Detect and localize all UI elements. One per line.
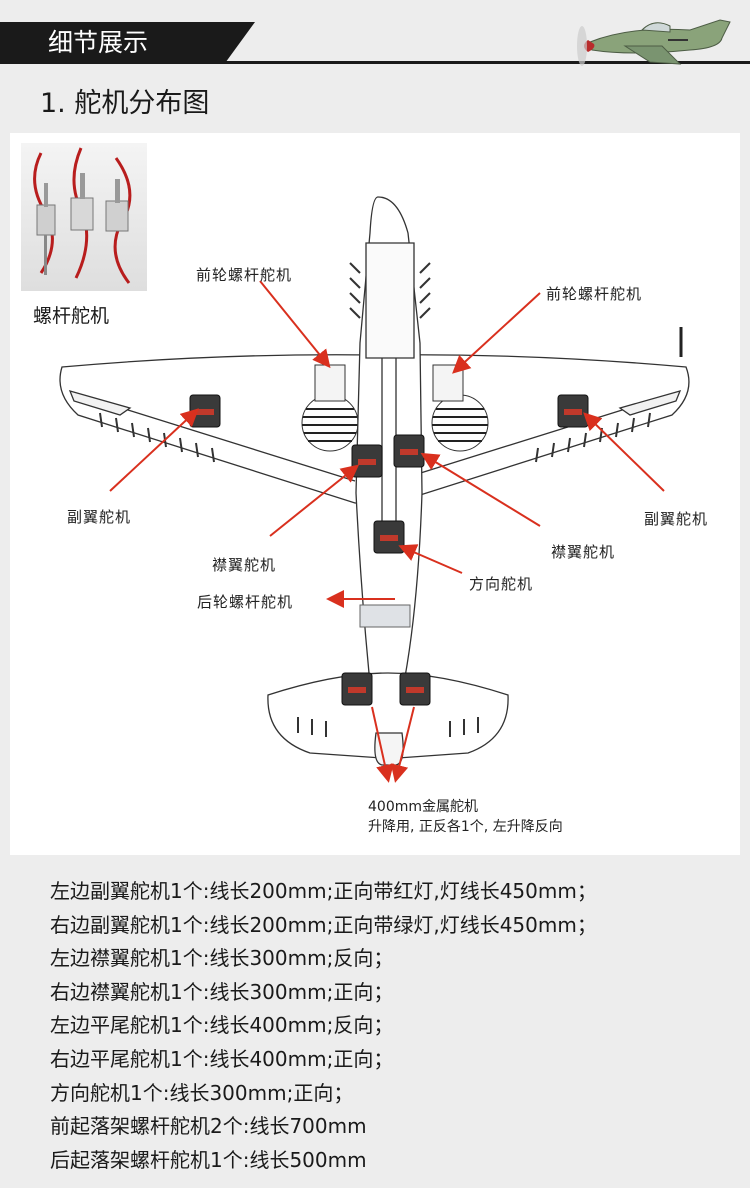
spec-line: 后起落架螺杆舵机1个:线长500mm bbox=[50, 1147, 367, 1172]
label-aileron-left: 副翼舵机 bbox=[67, 508, 132, 526]
label-rudder: 方向舵机 bbox=[469, 575, 534, 593]
screw-servo-photo bbox=[21, 143, 147, 291]
label-elevator-title: 400mm金属舵机 bbox=[368, 799, 478, 815]
spec-line: 左边平尾舵机1个:线长400mm;反向； bbox=[50, 1013, 394, 1038]
wing-hatch bbox=[99, 412, 651, 463]
banner-title: 细节展示 bbox=[48, 28, 149, 57]
spec-line: 左边副翼舵机1个:线长200mm;正向带红灯,灯线长450mm； bbox=[50, 879, 597, 903]
rear-gear-servo bbox=[359, 604, 411, 628]
callout-arrows bbox=[109, 280, 665, 783]
spec-line: 方向舵机1个:线长300mm;正向； bbox=[50, 1080, 354, 1105]
banner-rule bbox=[0, 61, 750, 64]
screw-servo-caption: 螺杆舵机 bbox=[33, 305, 110, 327]
label-front-gear-left: 前轮螺杆舵机 bbox=[196, 266, 293, 284]
screw-servo-image bbox=[33, 147, 132, 284]
servo-spec-list: 左边副翼舵机1个:线长200mm;正向带红灯,灯线长450mm； 右边副翼舵机1… bbox=[50, 875, 740, 1177]
label-rear-gear: 后轮螺杆舵机 bbox=[197, 593, 294, 611]
spec-line: 左边襟翼舵机1个:线长300mm;反向； bbox=[50, 946, 394, 971]
header-banner: 细节展示 bbox=[0, 0, 750, 70]
airplane-servo-diagram bbox=[59, 196, 690, 783]
label-front-gear-right: 前轮螺杆舵机 bbox=[546, 285, 643, 303]
spec-line: 右边襟翼舵机1个:线长300mm;正向； bbox=[50, 979, 394, 1004]
diagram-panel: 螺杆舵机 bbox=[10, 133, 740, 855]
spec-line: 右边副翼舵机1个:线长200mm;正向带绿灯,灯线长450mm； bbox=[50, 912, 597, 937]
tail-plane bbox=[267, 672, 509, 766]
spec-line: 右边平尾舵机1个:线长400mm;正向； bbox=[50, 1046, 394, 1071]
label-flap-right: 襟翼舵机 bbox=[551, 543, 616, 561]
front-gear-servo-left bbox=[314, 364, 346, 402]
label-flap-left: 襟翼舵机 bbox=[212, 556, 277, 574]
front-gear-servo-right bbox=[432, 364, 464, 402]
label-aileron-right: 副翼舵机 bbox=[644, 510, 709, 528]
warplane-icon bbox=[577, 19, 731, 66]
banner-tab bbox=[0, 22, 255, 64]
spec-line: 前起落架螺杆舵机2个:线长700mm bbox=[50, 1114, 367, 1139]
section-title: 1. 舵机分布图 bbox=[40, 88, 210, 119]
label-elevator-desc: 升降用, 正反各1个, 左升降反向 bbox=[368, 819, 563, 835]
